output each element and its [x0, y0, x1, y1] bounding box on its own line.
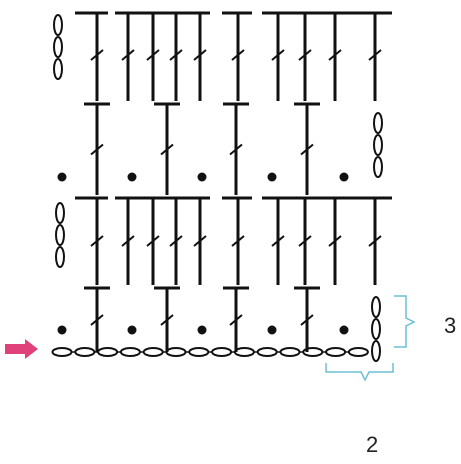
row1-dc-1-slash	[90, 314, 104, 326]
foundation-chain-9	[233, 347, 255, 357]
row1-sc-dot-3	[197, 325, 207, 335]
row4-dc-7-slash	[271, 49, 285, 61]
repeat-bracket	[325, 363, 394, 382]
row2-dc-4-slash	[169, 235, 183, 247]
foundation-chain-2	[74, 347, 96, 357]
foundation-chain-13	[325, 347, 347, 357]
row3-turning-chain-2	[373, 134, 383, 156]
row2-turning-chain-2	[55, 224, 65, 246]
row1-turning-chain-1	[371, 296, 381, 318]
row3-dc-4-slash	[300, 143, 314, 156]
row2-dc-3-slash	[146, 235, 160, 247]
row2-dc-7-slash	[271, 235, 285, 247]
row3-dc-1-slash	[90, 143, 104, 156]
foundation-chain-4	[119, 347, 141, 357]
row1-sc-dot-1	[57, 325, 67, 335]
row3-sc-dot-1	[57, 172, 67, 182]
row4-dc-2-slash	[121, 49, 135, 61]
foundation-chain-11	[279, 347, 301, 357]
row4-dc-1-slash	[90, 49, 104, 61]
foundation-chain-5	[142, 347, 164, 357]
row3-sc-dot-5	[339, 172, 349, 182]
row2-turning-chain-3	[55, 246, 65, 268]
row1-sc-dot-4	[267, 325, 277, 335]
foundation-chain-8	[211, 347, 233, 357]
foundation-chain-3	[97, 347, 119, 357]
row3-turning-chain-1	[373, 112, 383, 134]
row3-dc-2-slash	[160, 143, 174, 156]
row4-dc-10-slash	[368, 49, 382, 61]
row4-turning-chain-2	[53, 36, 63, 58]
row3-sc-dot-2	[127, 172, 137, 182]
row1-dc-3-slash	[229, 314, 243, 326]
foundation-chain-1	[51, 347, 73, 357]
row2-dc-2-slash	[121, 235, 135, 247]
row3-sc-dot-4	[267, 172, 277, 182]
row2-dc-6-slash	[231, 235, 245, 247]
row3-sc-dot-3	[197, 172, 207, 182]
repeat-count-label: 2	[366, 432, 379, 457]
row1-dc-2-slash	[160, 314, 174, 326]
row1-dc-4-slash	[300, 314, 314, 326]
foundation-chain-14	[347, 347, 369, 357]
foundation-chain-7	[188, 347, 210, 357]
row2-dc-9-slash	[328, 235, 342, 247]
row3-turning-chain-3	[373, 156, 383, 178]
row2-dc-8-slash	[298, 235, 312, 247]
row4-dc-9-slash	[328, 49, 342, 61]
row4-dc-8-slash	[298, 49, 312, 61]
row3-dc-3-slash	[229, 143, 243, 156]
row4-dc-6-slash	[231, 49, 245, 61]
row2-dc-10-slash	[368, 235, 382, 247]
foundation-chain-10	[256, 347, 278, 357]
foundation-chain-6	[165, 347, 187, 357]
row4-turning-chain-1	[53, 14, 63, 36]
row1-sc-dot-2	[127, 325, 137, 335]
row2-dc-5-slash	[193, 235, 207, 247]
row2-dc-1-slash	[90, 235, 104, 247]
start-arrow-icon	[5, 339, 38, 359]
row1-turning-chain-2	[371, 318, 381, 340]
turning-chain-bracket	[394, 295, 416, 348]
row4-dc-4-slash	[169, 49, 183, 61]
row2-turning-chain-1	[55, 202, 65, 224]
row4-dc-3-slash	[146, 49, 160, 61]
row4-turning-chain-3	[53, 58, 63, 80]
row1-turning-chain-3	[371, 340, 381, 362]
turning-chain-count-label: 3	[444, 313, 457, 338]
row1-sc-dot-5	[339, 325, 349, 335]
row4-dc-5-slash	[193, 49, 207, 61]
